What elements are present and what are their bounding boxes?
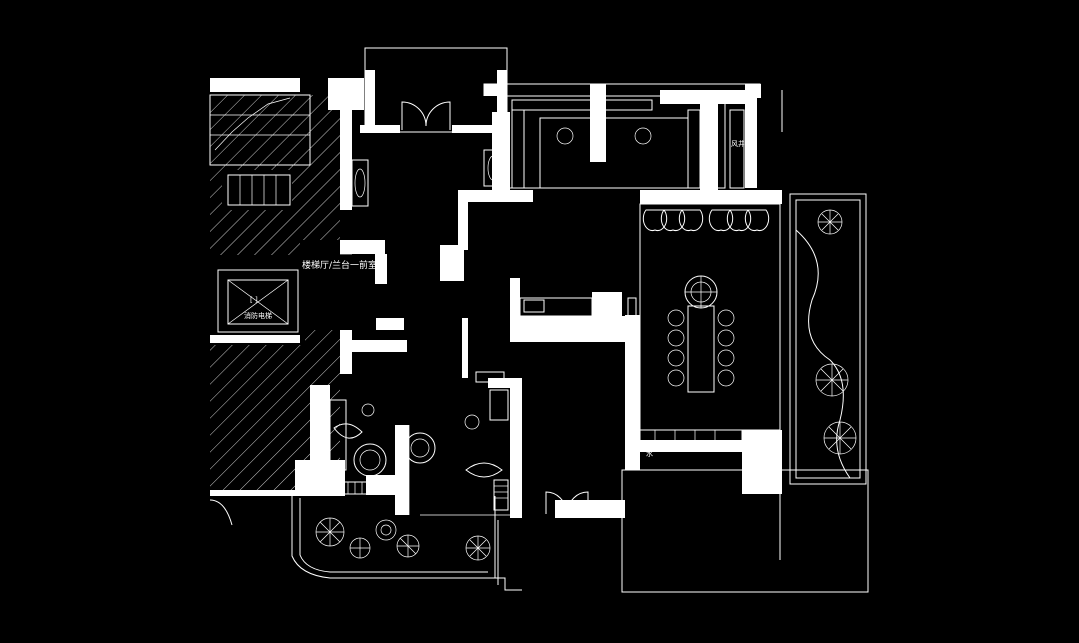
fire-elevator-label: 消防电梯 [244,311,272,320]
upper-room-cabinets: 风井 [483,99,745,189]
tea-room-furniture [464,371,509,511]
stair [209,94,311,206]
east-balcony [621,193,869,593]
plant-icon [823,421,857,455]
south-terrace [291,496,522,591]
plant-icon [375,519,397,541]
dining-cabinet: 水 [627,349,743,458]
plant-icon [465,535,491,561]
plant-icon [396,534,420,558]
plant-icon [315,517,345,547]
plant-icon [817,209,843,235]
stair-hall-label: 楼梯厅/兰台一前室 [302,259,377,271]
water-label: 水 [646,449,653,458]
plant-icon [349,537,371,559]
wind-shaft-label: 风井 [731,139,745,148]
misc-lines [340,83,783,516]
elevator-car-mark: [ ] [250,296,258,304]
elevator-shafts: [ ] 消防电梯 [210,269,300,343]
plant-icon [815,363,849,397]
terrace-door [545,491,589,514]
lounge-furniture [329,399,436,495]
dining-bench-seats [642,209,770,232]
kitchen-counter [519,295,637,337]
walls [210,47,782,518]
hatched-core-area [210,95,340,495]
entrance-door [401,101,451,130]
plant-icons [315,209,857,561]
dining-table [667,275,735,393]
wc-fixture [351,159,369,207]
